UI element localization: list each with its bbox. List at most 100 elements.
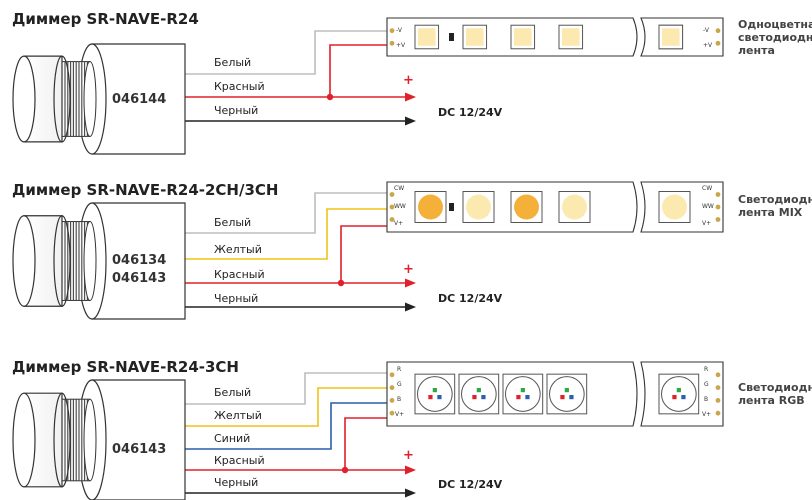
section-3-red-wire-to-strip bbox=[185, 417, 388, 471]
solder-pad bbox=[715, 385, 721, 390]
section-1-black-arrow bbox=[405, 116, 416, 126]
section-2-plus-sign: + bbox=[403, 262, 414, 277]
solder-pad bbox=[715, 204, 721, 210]
led-green bbox=[520, 388, 525, 393]
section-2-red-wire-to-strip bbox=[185, 225, 388, 284]
section-2-pin-label-left: CW bbox=[394, 185, 405, 192]
led-green bbox=[432, 388, 437, 393]
section-3-wire-blue-label: Синий bbox=[214, 432, 251, 445]
led-red bbox=[428, 395, 433, 400]
led-chip bbox=[466, 194, 491, 220]
dimmer-knob-face bbox=[12, 55, 36, 143]
section-2-red-arrow bbox=[405, 278, 416, 288]
led-red bbox=[516, 395, 521, 400]
solder-pad bbox=[715, 410, 721, 416]
section-3-red-junction bbox=[341, 466, 349, 474]
section-3-pin-label-right: B bbox=[704, 396, 709, 403]
section-1-code-1: 046144 bbox=[112, 92, 167, 107]
solder-pad bbox=[389, 410, 395, 416]
section-3-white-wire bbox=[185, 372, 388, 405]
section-3-code-1: 046143 bbox=[112, 442, 167, 457]
section-2-strip-type-line-2: лента MIX bbox=[738, 206, 803, 219]
dimmer-knob-face bbox=[12, 392, 36, 488]
section-1-wire-red-label: Красный bbox=[214, 80, 265, 93]
led-lens bbox=[461, 376, 497, 412]
solder-pad bbox=[389, 28, 395, 34]
section-2-title: Диммер SR-NAVE-R24-2CH/3CH bbox=[12, 181, 279, 199]
led-chip bbox=[514, 28, 532, 46]
section-1-wire-white-label: Белый bbox=[214, 56, 252, 69]
led-blue bbox=[481, 395, 486, 400]
led-chip bbox=[418, 28, 436, 46]
section-3-pin-label-right: G bbox=[704, 381, 709, 388]
section-3-strip-type-line-1: Светодиодная bbox=[738, 381, 812, 394]
solder-pad bbox=[715, 372, 721, 378]
dimmer-knob-back-rim bbox=[53, 55, 71, 143]
led-chip bbox=[662, 194, 687, 220]
section-3-pin-label-right: V+ bbox=[702, 411, 712, 418]
section-2-wire-red-label: Красный bbox=[214, 268, 265, 281]
section-2-pin-label-left: WW bbox=[394, 203, 406, 210]
led-chip bbox=[562, 194, 587, 220]
section-2-red-junction bbox=[337, 279, 345, 287]
section-3-black-arrow bbox=[405, 488, 416, 498]
solder-pad bbox=[389, 398, 395, 403]
section-1-strip-type-line-1: Одноцветная bbox=[738, 18, 812, 31]
section-2-supply-voltage: DC 12/24V bbox=[438, 292, 503, 305]
led-blue bbox=[681, 395, 686, 400]
section-3-pin-label-left: R bbox=[397, 366, 402, 373]
solder-pad bbox=[715, 217, 721, 222]
section-1-strip-type-line-3: лента bbox=[738, 44, 775, 57]
solder-pad bbox=[389, 372, 395, 378]
section-3-title: Диммер SR-NAVE-R24-3CH bbox=[12, 358, 239, 376]
led-blue bbox=[437, 395, 442, 400]
section-2-code-1: 046134 bbox=[112, 253, 167, 268]
section-2-pin-label-right: CW bbox=[702, 185, 713, 192]
section-1-led-strip bbox=[386, 17, 724, 57]
section-2-wire-white-label: Белый bbox=[214, 216, 252, 229]
section-2-pin-label-right: V+ bbox=[702, 220, 712, 227]
section-2-black-arrow bbox=[405, 302, 416, 312]
led-green bbox=[676, 388, 681, 393]
led-chip bbox=[562, 28, 580, 46]
section-2-pin-label-right: WW bbox=[702, 203, 714, 210]
solder-pad bbox=[389, 385, 395, 390]
solder-pad bbox=[715, 28, 721, 34]
led-lens bbox=[505, 376, 541, 412]
section-1-red-wire-to-strip bbox=[185, 44, 388, 98]
led-chip bbox=[662, 28, 680, 46]
section-3-wire-yellow-label: Желтый bbox=[214, 409, 262, 422]
section-3-pin-label-left: G bbox=[397, 381, 402, 388]
solder-pad bbox=[715, 192, 721, 197]
dimmer-device bbox=[12, 379, 186, 500]
section-1-pin-label-left: +V bbox=[396, 42, 406, 49]
led-lens bbox=[549, 376, 585, 412]
section-3-pin-label-left: B bbox=[397, 396, 402, 403]
section-3-plus-sign: + bbox=[403, 448, 414, 463]
led-lens bbox=[417, 376, 453, 412]
section-2-yellow-wire bbox=[185, 208, 388, 260]
solder-pad bbox=[389, 192, 395, 197]
solder-pad bbox=[389, 40, 395, 46]
resistor bbox=[449, 33, 454, 41]
section-2-strip-type-line-1: Светодиодная bbox=[738, 193, 812, 206]
section-2-wire-yellow-label: Желтый bbox=[214, 243, 262, 256]
section-2-white-wire bbox=[185, 192, 388, 234]
section-3-strip-type-line-2: лента RGB bbox=[738, 394, 805, 407]
led-red bbox=[472, 395, 477, 400]
section-3-blue-wire bbox=[185, 402, 388, 450]
section-3-pin-label-left: V+ bbox=[395, 411, 405, 418]
section-2-wire-black-label: Черный bbox=[214, 292, 259, 305]
section-1-red-junction bbox=[326, 93, 334, 101]
section-1-pin-label-right: +V bbox=[703, 42, 713, 49]
led-red bbox=[560, 395, 565, 400]
dimmer-neck-rim bbox=[83, 398, 97, 482]
section-3-led-strip bbox=[386, 361, 724, 427]
section-3-pin-label-right: R bbox=[704, 366, 709, 373]
led-chip bbox=[466, 28, 484, 46]
section-2-pin-label-left: V+ bbox=[394, 220, 404, 227]
led-chip bbox=[514, 194, 539, 220]
led-blue bbox=[569, 395, 574, 400]
led-green bbox=[476, 388, 481, 393]
